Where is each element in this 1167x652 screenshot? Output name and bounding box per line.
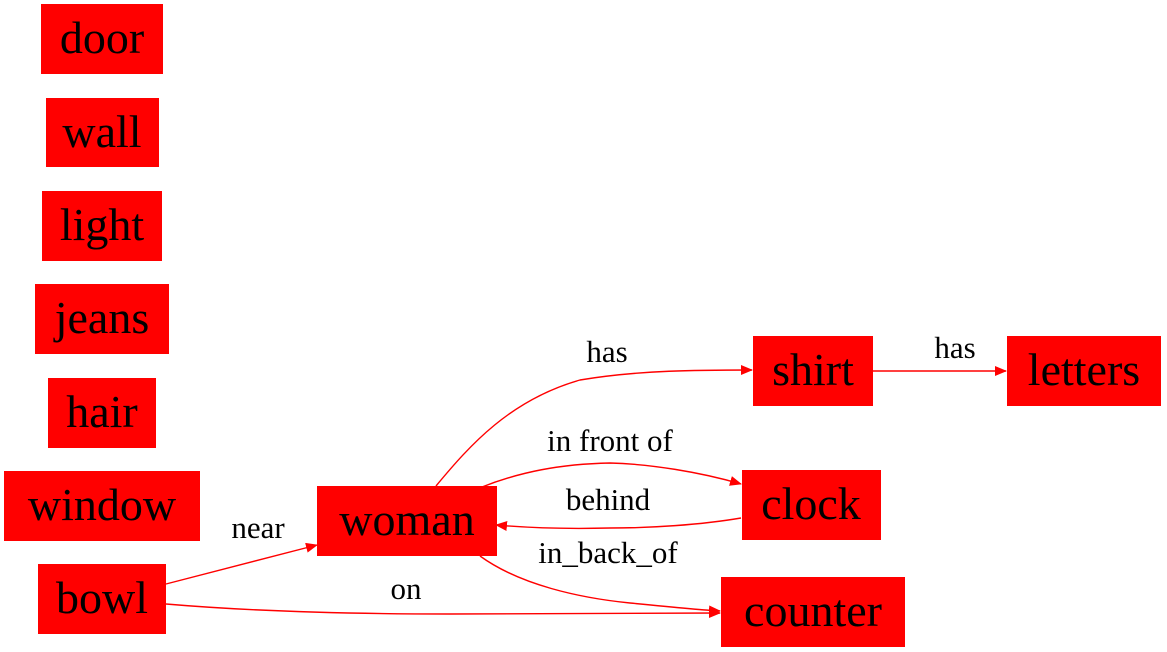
node-label: woman: [339, 494, 474, 545]
node-label: bowl: [56, 572, 148, 623]
node-door: door: [41, 4, 163, 74]
edge-line: [165, 542, 318, 585]
edge-line: [495, 517, 742, 531]
edge-bowl-near-woman: near: [165, 510, 318, 585]
node-counter: counter: [721, 577, 905, 647]
node-label: counter: [744, 585, 882, 636]
node-hair: hair: [48, 378, 156, 448]
node-label: window: [28, 479, 177, 530]
nodes: door wall light jeans hair window bowl: [4, 4, 1161, 647]
node-jeans: jeans: [35, 284, 169, 354]
edge-woman-in-front-of-clock: in front of: [481, 423, 742, 488]
node-label: jeans: [53, 292, 150, 343]
edge-label: in front of: [547, 423, 673, 458]
node-label: clock: [761, 478, 861, 529]
node-label: wall: [62, 106, 141, 157]
edge-label: in_back_of: [538, 535, 678, 570]
node-label: letters: [1028, 344, 1140, 395]
edge-line: [165, 603, 721, 619]
node-woman: woman: [317, 486, 497, 556]
node-label: door: [60, 12, 144, 63]
node-label: shirt: [772, 344, 854, 395]
node-wall: wall: [46, 98, 159, 167]
edge-label: near: [231, 510, 285, 545]
edge-shirt-has-letters: has: [873, 330, 1007, 376]
edge-line: [479, 555, 721, 616]
edge-woman-in-back-of-counter: in_back_of: [479, 535, 721, 616]
node-letters: letters: [1007, 336, 1161, 406]
edge-woman-has-shirt: has: [435, 334, 753, 487]
node-window: window: [4, 471, 200, 541]
node-label: hair: [66, 386, 138, 437]
node-shirt: shirt: [753, 336, 873, 406]
edge-line: [435, 365, 753, 487]
edge-label: has: [586, 334, 627, 369]
node-clock: clock: [742, 470, 881, 540]
node-bowl: bowl: [38, 564, 166, 634]
edges: has has in front of behind in_back_of ne…: [165, 330, 1007, 619]
edge-label: has: [934, 330, 975, 365]
edge-clock-behind-woman: behind: [495, 482, 742, 531]
edge-line: [481, 462, 742, 488]
node-light: light: [42, 191, 162, 261]
node-label: light: [60, 199, 145, 250]
edge-label: behind: [566, 482, 651, 517]
edge-bowl-on-counter: on: [165, 571, 721, 619]
edge-label: on: [391, 571, 423, 606]
